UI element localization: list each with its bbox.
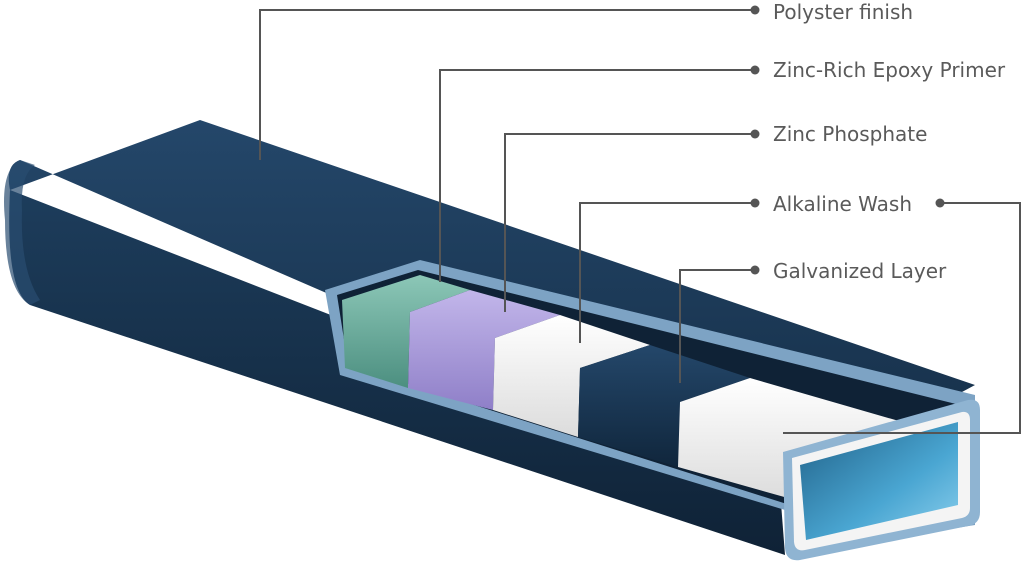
dot-epoxy [750, 65, 760, 75]
leader-phosphate [504, 133, 752, 312]
label-zinc-phosphate: Zinc Phosphate [773, 122, 928, 146]
layer-band-alkaline-wash [493, 315, 650, 437]
layer-band-steel [678, 378, 930, 500]
leader-polyster [259, 9, 752, 160]
dot-polyster [750, 5, 760, 15]
leader-alkaline [579, 202, 752, 343]
dot-alkaline [750, 198, 760, 208]
leader-lines [259, 9, 1021, 434]
leader-galvanized [679, 269, 752, 383]
layer-band-galvanized [578, 345, 750, 467]
dot-galvanized [750, 265, 760, 275]
leader-bracket [783, 202, 1021, 434]
label-alkaline-wash: Alkaline Wash [773, 192, 913, 216]
dot-bracket [935, 198, 945, 208]
label-polyster-finish: Polyster finish [773, 0, 914, 24]
label-zinc-rich-epoxy-primer: Zinc-Rich Epoxy Primer [773, 58, 1006, 82]
layer-band-zinc-rich-epoxy [342, 275, 470, 388]
dot-phosphate [750, 129, 760, 139]
leader-dots [750, 5, 945, 275]
leader-epoxy [439, 69, 752, 282]
tube-hollow-interior [800, 422, 958, 540]
label-galvanized-layer: Galvanized Layer [773, 259, 947, 283]
layer-band-zinc-phosphate [408, 290, 560, 410]
tube-left-end [4, 160, 40, 305]
